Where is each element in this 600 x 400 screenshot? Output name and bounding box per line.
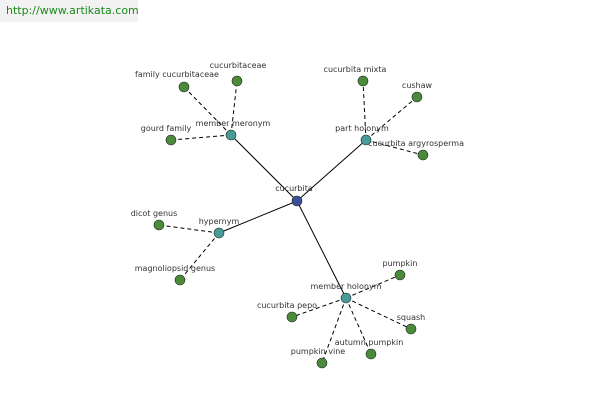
leaf-node-marker[interactable] xyxy=(165,134,177,146)
leaf-node-label[interactable]: magnoliopsid genus xyxy=(135,264,215,273)
leaf-node-marker[interactable] xyxy=(286,311,298,323)
edge-hypernym-dicot-genus xyxy=(158,224,220,234)
leaf-node-marker[interactable] xyxy=(417,149,429,161)
relation-node-marker[interactable] xyxy=(340,292,352,304)
node-pumpkin-vine[interactable]: pumpkin vine xyxy=(291,347,346,369)
edge-hypernym-magnoliopsid-genus xyxy=(179,232,220,281)
leaf-node-label[interactable]: cucurbita pepo xyxy=(257,301,317,310)
leaf-node-marker[interactable] xyxy=(178,81,190,93)
node-part-holonym[interactable]: part holonym xyxy=(335,124,389,146)
edge-member-meronym-gourd-family xyxy=(170,134,232,141)
node-squash[interactable]: squash xyxy=(397,313,425,335)
edge-member-holonym-pumpkin xyxy=(345,274,401,299)
leaf-node-marker[interactable] xyxy=(405,323,417,335)
node-magnoliopsid-genus[interactable]: magnoliopsid genus xyxy=(135,264,215,286)
leaf-node-marker[interactable] xyxy=(411,91,423,103)
leaf-node-label[interactable]: cucurbita mixta xyxy=(324,65,387,74)
relation-node-label[interactable]: hypernym xyxy=(199,217,240,226)
graph-edges xyxy=(158,80,424,364)
root-node-marker[interactable] xyxy=(291,195,303,207)
leaf-node-label[interactable]: squash xyxy=(397,313,425,322)
edge-cucurbita-member-holonym xyxy=(296,200,347,299)
relation-node-label[interactable]: member holonym xyxy=(310,282,381,291)
node-gourd-family[interactable]: gourd family xyxy=(141,124,192,146)
site-url-link[interactable]: http://www.artikata.com xyxy=(0,0,139,22)
node-cushaw[interactable]: cushaw xyxy=(402,81,433,103)
node-pumpkin[interactable]: pumpkin xyxy=(383,259,418,281)
relation-node-label[interactable]: member meronym xyxy=(196,119,271,128)
leaf-node-marker[interactable] xyxy=(394,269,406,281)
node-hypernym[interactable]: hypernym xyxy=(199,217,240,239)
edge-member-meronym-cucurbitaceae xyxy=(230,80,238,136)
relation-node-label[interactable]: part holonym xyxy=(335,124,389,133)
leaf-node-marker[interactable] xyxy=(231,75,243,87)
leaf-node-marker[interactable] xyxy=(357,75,369,87)
edge-part-holonym-cucurbita-mixta xyxy=(362,80,367,141)
leaf-node-label[interactable]: dicot genus xyxy=(131,209,178,218)
node-family-cucurbitaceae[interactable]: family cucurbitaceae xyxy=(135,70,219,93)
edge-member-holonym-cucurbita-pepo xyxy=(291,297,347,318)
node-cucurbita[interactable]: cucurbita xyxy=(275,184,313,207)
node-cucurbita-argyrosperma[interactable]: cucurbita argyrosperma xyxy=(368,139,464,161)
leaf-node-marker[interactable] xyxy=(316,357,328,369)
edge-cucurbita-hypernym xyxy=(218,200,298,234)
leaf-node-label[interactable]: cushaw xyxy=(402,81,433,90)
node-member-holonym[interactable]: member holonym xyxy=(310,282,382,304)
node-dicot-genus[interactable]: dicot genus xyxy=(131,209,178,231)
node-cucurbita-mixta[interactable]: cucurbita mixta xyxy=(324,65,387,87)
leaf-node-label[interactable]: gourd family xyxy=(141,124,192,133)
node-cucurbita-pepo[interactable]: cucurbita pepo xyxy=(257,301,317,323)
node-autumn-pumpkin[interactable]: autumn pumpkin xyxy=(335,338,404,360)
leaf-node-marker[interactable] xyxy=(153,219,165,231)
edge-part-holonym-cushaw xyxy=(365,96,418,141)
root-node-label[interactable]: cucurbita xyxy=(275,184,313,193)
relation-node-marker[interactable] xyxy=(225,129,237,141)
leaf-node-label[interactable]: pumpkin xyxy=(383,259,418,268)
leaf-node-label[interactable]: cucurbita argyrosperma xyxy=(368,139,464,148)
edge-member-holonym-squash xyxy=(345,297,412,330)
leaf-node-label[interactable]: family cucurbitaceae xyxy=(135,70,219,79)
leaf-node-marker[interactable] xyxy=(174,274,186,286)
node-member-meronym[interactable]: member meronym xyxy=(196,119,271,141)
leaf-node-label[interactable]: autumn pumpkin xyxy=(335,338,404,347)
leaf-node-marker[interactable] xyxy=(365,348,377,360)
node-cucurbitaceae[interactable]: cucurbitaceae xyxy=(210,61,267,87)
leaf-node-label[interactable]: pumpkin vine xyxy=(291,347,346,356)
edge-cucurbita-part-holonym xyxy=(296,139,367,202)
relation-node-marker[interactable] xyxy=(213,227,225,239)
edge-member-holonym-pumpkin-vine xyxy=(321,297,347,364)
leaf-node-label[interactable]: cucurbitaceae xyxy=(210,61,267,70)
edge-cucurbita-member-meronym xyxy=(230,134,298,202)
relation-node-marker[interactable] xyxy=(360,134,372,146)
edge-part-holonym-cucurbita-argyrosperma xyxy=(365,139,424,156)
edge-member-holonym-autumn-pumpkin xyxy=(345,297,372,355)
